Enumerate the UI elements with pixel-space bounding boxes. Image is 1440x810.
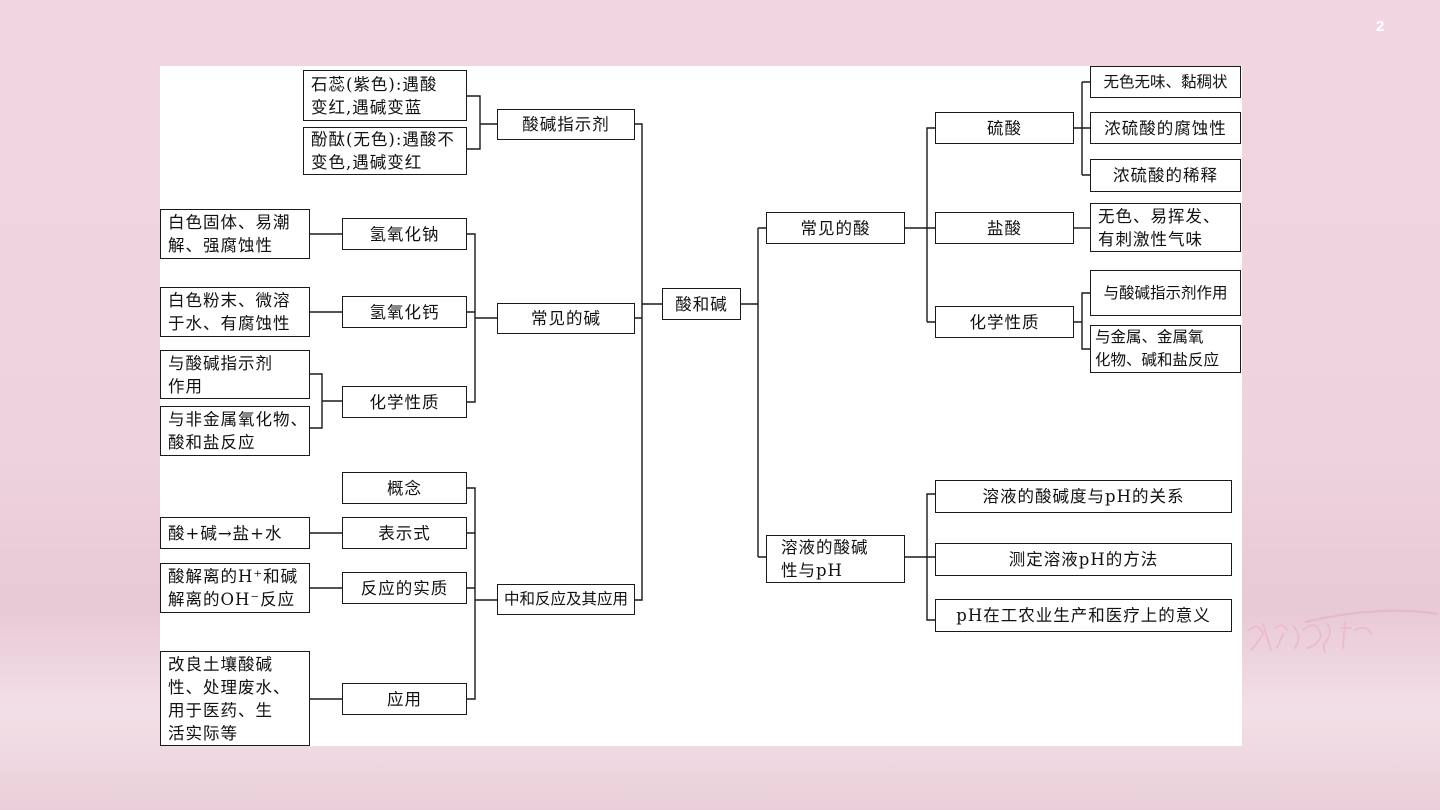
ph-b-node: 测定溶液pH的方法	[935, 543, 1232, 576]
sulfuric-b-node: 浓硫酸的腐蚀性	[1090, 112, 1241, 144]
concept-node: 概念	[342, 472, 467, 504]
hcl-desc-node: 无色、易挥发、 有刺激性气味	[1090, 203, 1241, 252]
acid-chem-a-node: 与酸碱指示剂作用	[1090, 270, 1241, 316]
base-chem-b-node: 与非金属氧化物、 酸和盐反应	[160, 406, 310, 456]
litmus-node: 石蕊(紫色):遇酸 变红,遇碱变蓝	[303, 70, 467, 121]
ph-node: 溶液的酸碱 性与pH	[766, 535, 905, 583]
naoh-desc-node: 白色固体、易潮 解、强腐蚀性	[160, 209, 310, 259]
sulfuric-a-node: 无色无味、黏稠状	[1090, 66, 1241, 98]
common-acid-node: 常见的酸	[766, 212, 905, 244]
base-chem-node: 化学性质	[342, 386, 467, 418]
caoh-node: 氢氧化钙	[342, 296, 467, 328]
expression-desc-node: 酸+碱→盐+水	[160, 517, 310, 549]
naoh-node: 氢氧化钠	[342, 218, 467, 250]
base-chem-a-node: 与酸碱指示剂 作用	[160, 350, 310, 399]
ph-c-node: pH在工农业生产和医疗上的意义	[935, 599, 1232, 632]
sulfuric-c-node: 浓硫酸的稀释	[1090, 159, 1241, 192]
application-desc-node: 改良土壤酸碱 性、处理废水、 用于医药、生 活实际等	[160, 651, 310, 746]
indicator-node: 酸碱指示剂	[497, 109, 635, 140]
acid-chem-b-node: 与金属、金属氧 化物、碱和盐反应	[1090, 325, 1241, 373]
expression-node: 表示式	[342, 517, 467, 549]
common-base-node: 常见的碱	[497, 303, 635, 334]
application-node: 应用	[342, 683, 467, 715]
neutralization-node: 中和反应及其应用	[497, 584, 635, 615]
phenolphthalein-node: 酚酞(无色):遇酸不 变色,遇碱变红	[303, 127, 467, 175]
ph-a-node: 溶液的酸碱度与pH的关系	[935, 480, 1232, 513]
hydrochloric-acid-node: 盐酸	[935, 212, 1074, 244]
essence-node: 反应的实质	[342, 572, 467, 604]
concept-map-panel: 酸和碱 酸碱指示剂 石蕊(紫色):遇酸 变红,遇碱变蓝 酚酞(无色):遇酸不 变…	[160, 66, 1242, 746]
page-number: 2	[1376, 18, 1385, 35]
root-node: 酸和碱	[662, 288, 741, 320]
sulfuric-acid-node: 硫酸	[935, 112, 1074, 144]
essence-desc-node: 酸解离的H⁺和碱 解离的OH⁻反应	[160, 563, 310, 613]
signature-watermark	[1248, 609, 1438, 653]
caoh-desc-node: 白色粉末、微溶 于水、有腐蚀性	[160, 287, 310, 337]
connector-lines	[310, 81, 1090, 700]
acid-chem-node: 化学性质	[935, 306, 1074, 338]
